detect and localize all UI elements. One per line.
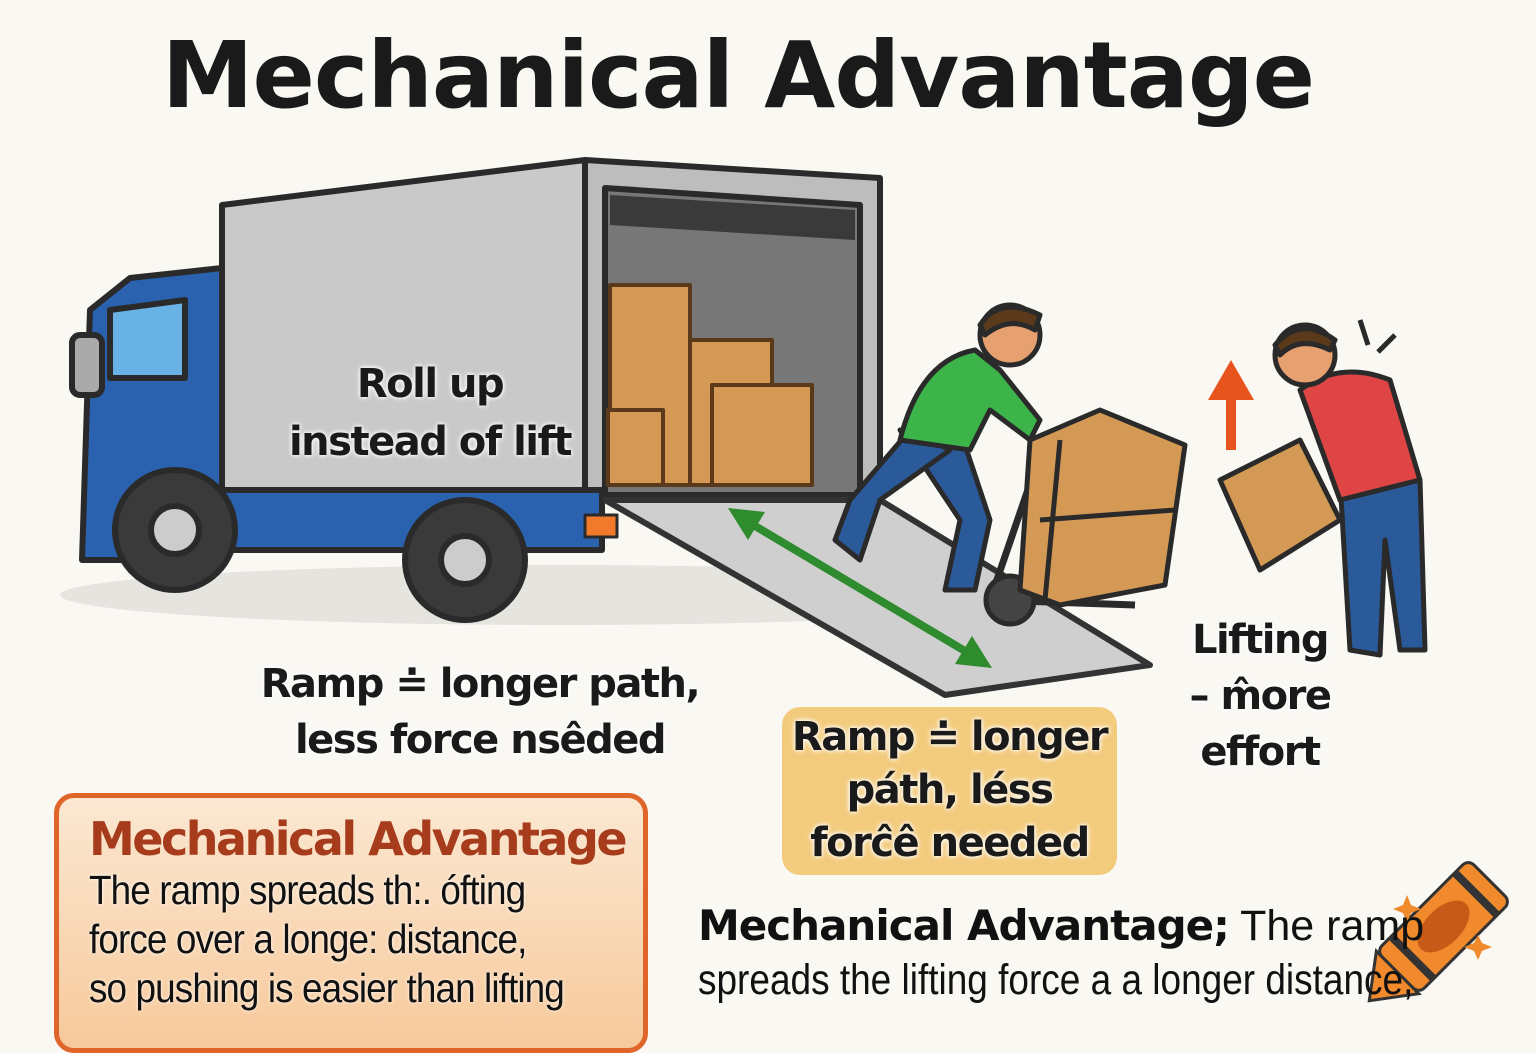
bottom-caption-line2: spreads the lifting force a a longer dis… <box>698 955 1414 1004</box>
bottom-caption-line1: The ramp <box>1228 902 1425 950</box>
bottom-caption-bold: Mechanical Advantage; <box>698 901 1230 950</box>
up-arrow-icon <box>1208 360 1254 450</box>
truck-label-line2: instead of lift <box>288 419 573 465</box>
ramp-callout-box: Ramp ≐ longer páth, léss forĉê needed <box>782 707 1117 875</box>
card-line1: The ramp spreads th:. ófting <box>89 867 526 913</box>
ramp-label: Ramp ≐ longer path, less force nsêded <box>230 656 730 768</box>
double-arrow-icon <box>728 508 992 668</box>
truck-label-line1: Roll up <box>356 361 505 407</box>
card-title: Mechanical Advantage <box>89 812 628 866</box>
pushing-worker <box>832 302 1188 627</box>
ramp-label-line1: Ramp ≐ longer path, <box>260 661 701 707</box>
truck <box>69 157 883 623</box>
lifting-label-line3: effort <box>1200 729 1321 775</box>
ramp-box-line2: páth, léss <box>846 767 1054 814</box>
card-line3: so pushing is easier than lifting <box>89 965 565 1012</box>
cargo-boxes <box>606 283 814 487</box>
ramp-box-line1: Ramp ≐ longer <box>791 714 1109 760</box>
lifting-label-line2: – m̂ore <box>1189 673 1332 719</box>
ramp-label-line2: less force nsêded <box>294 717 667 763</box>
lifting-label-line1: Lifting <box>1191 617 1330 663</box>
crayon-icon <box>1367 861 1509 1003</box>
ramp-box-line3: forĉê needed <box>810 820 1090 867</box>
explanation-card: Mechanical Advantage The ramp spreads th… <box>54 793 648 1053</box>
truck-label: Roll up instead of lift <box>255 355 605 471</box>
sparkle-icon <box>1393 895 1492 960</box>
illustration <box>60 157 1509 1003</box>
bottom-caption: Mechanical Advantage; The ramp spreads t… <box>698 900 1518 1008</box>
card-line2: force over a longe: distance, <box>89 916 527 963</box>
page-title: Mechanical Advantage <box>161 22 1315 129</box>
card-body: The ramp spreads th:. ófting force over … <box>89 866 633 1014</box>
lifting-label: Lifting – m̂ore effort <box>1170 612 1350 780</box>
lifting-worker <box>1217 319 1428 658</box>
